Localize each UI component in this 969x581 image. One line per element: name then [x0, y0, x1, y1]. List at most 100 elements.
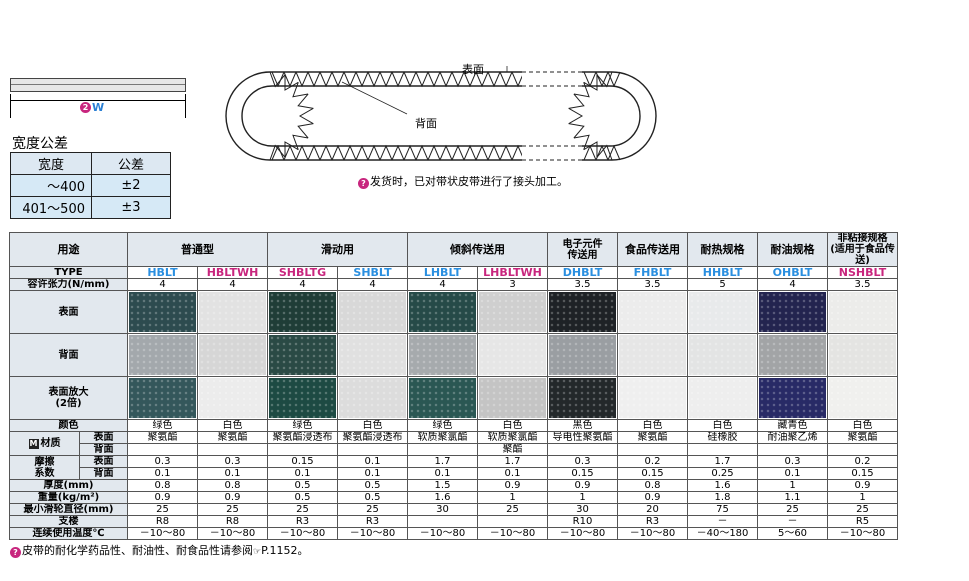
- belt-tooth: [595, 71, 609, 88]
- tension-cell: 3.5: [827, 278, 898, 291]
- belt-tooth: [596, 71, 613, 88]
- belt-tooth: [439, 71, 453, 88]
- page-reference-link[interactable]: P.1152。: [261, 544, 309, 557]
- support-cell: R8: [197, 515, 268, 528]
- row-label-surface: 表面: [9, 290, 128, 334]
- belt-texture-swatch: [409, 335, 476, 375]
- belt-tooth: [319, 144, 333, 161]
- belt-tooth: [595, 144, 609, 161]
- belt-texture-swatch: [829, 378, 896, 418]
- spec-row-usage: 用途普通型滑动用倾斜传送用电子元件传送用食品传送用耐热规格耐油规格非粘接规格(适…: [9, 232, 968, 267]
- friction-label-1: 摩擦: [34, 456, 55, 468]
- belt-tooth: [451, 144, 465, 161]
- support-cell: R3: [337, 515, 408, 528]
- color-cell: 藏青色: [757, 419, 828, 432]
- min-pulley-cell: 25: [477, 503, 548, 516]
- tension-cell: 4: [127, 278, 198, 291]
- belt-tooth: [295, 144, 309, 161]
- belt-tooth: [499, 71, 513, 88]
- material-surface-cell: 聚氨酯浸透布: [267, 431, 338, 444]
- color-cell: 绿色: [407, 419, 478, 432]
- belt-texture-swatch: [619, 292, 686, 332]
- min-pulley-cell: 25: [267, 503, 338, 516]
- surface-image-cell: [687, 290, 758, 334]
- back-image-cell: [267, 333, 338, 377]
- belt-tooth: [596, 144, 613, 161]
- belt-tooth: [415, 144, 429, 161]
- color-cell: 白色: [687, 419, 758, 432]
- belt-texture-swatch: [479, 378, 546, 418]
- belt-cross-section: [10, 78, 186, 92]
- usage-header: 滑动用: [267, 232, 408, 267]
- material-surface-cell: 导电性聚氨酯: [547, 431, 618, 444]
- back-image-cell: [477, 333, 548, 377]
- temperature-cell: －10～80: [827, 527, 898, 540]
- tolerance-title: 宽度公差: [12, 136, 68, 152]
- belt-tooth: [297, 123, 314, 139]
- usage-header: 电子元件传送用: [547, 232, 618, 267]
- thickness-cell: 1: [757, 479, 828, 492]
- friction-surface-cell: 0.2: [617, 455, 688, 468]
- material-back-cell: [757, 443, 828, 456]
- belt-texture-swatch: [339, 335, 406, 375]
- material-surface-cell: 聚氨酯: [197, 431, 268, 444]
- belt-tooth: [355, 71, 369, 88]
- back-image-cell: [547, 333, 618, 377]
- friction-surface-cell: 0.3: [197, 455, 268, 468]
- belt-texture-swatch: [619, 335, 686, 375]
- min-pulley-cell: 30: [547, 503, 618, 516]
- belt-texture-swatch: [759, 378, 826, 418]
- material-back-cell: [827, 443, 898, 456]
- zoom-image-cell: [477, 376, 548, 420]
- support-cell: －: [687, 515, 758, 528]
- belt-tooth: [292, 134, 309, 150]
- belt-texture-swatch: [549, 292, 616, 332]
- belt-texture-swatch: [409, 378, 476, 418]
- type-code-cell: FHBLT: [617, 266, 688, 279]
- weight-cell: 1.6: [407, 491, 478, 504]
- row-label-thickness: 厚度(mm): [9, 479, 128, 492]
- belt-tooth: [319, 71, 333, 88]
- belt-tooth: [271, 71, 285, 88]
- zoom-image-cell: [267, 376, 338, 420]
- belt-tooth: [403, 71, 417, 88]
- belt-texture-swatch: [689, 378, 756, 418]
- belt-tooth: [292, 82, 309, 98]
- usage-header: 非粘接规格(适用于食品传送): [827, 232, 898, 267]
- usage-header: 耐油规格: [757, 232, 828, 267]
- temperature-cell: 5～60: [757, 527, 828, 540]
- support-cell: R10: [547, 515, 618, 528]
- weight-cell: 0.9: [617, 491, 688, 504]
- belt-tooth: [283, 71, 297, 88]
- material-back-cell: 聚酯: [477, 443, 548, 456]
- row-label-min-pulley: 最小滑轮直径(mm): [9, 503, 128, 516]
- friction-back-cell: 0.1: [267, 467, 338, 480]
- belt-texture-swatch: [269, 378, 336, 418]
- spec-row-zoom-image: 表面放大(2倍): [9, 376, 968, 420]
- info-circle-icon: ?: [10, 547, 21, 558]
- back-image-cell: [757, 333, 828, 377]
- surface-image-cell: [757, 290, 828, 334]
- shipping-note: ?发货时，已对带状皮带进行了接头加工。: [358, 173, 568, 189]
- spec-row-back-image: 背面: [9, 333, 968, 377]
- belt-tooth: [391, 71, 405, 88]
- min-pulley-cell: 25: [197, 503, 268, 516]
- friction-label-2: 系数: [34, 467, 55, 479]
- temperature-cell: －10～80: [337, 527, 408, 540]
- width-dimension-line: [10, 100, 186, 101]
- belt-tooth: [583, 74, 598, 91]
- belt-texture-swatch: [619, 378, 686, 418]
- surface-image-cell: [197, 290, 268, 334]
- belt-texture-swatch: [129, 292, 196, 332]
- belt-tooth: [463, 71, 477, 88]
- type-code-cell: LHBLTWH: [477, 266, 548, 279]
- chemical-note-text: 皮带的耐化学药品性、耐油性、耐食品性请参阅: [22, 544, 253, 557]
- color-cell: 白色: [477, 419, 548, 432]
- info-circle-icon: ?: [358, 178, 369, 189]
- weight-cell: 0.9: [127, 491, 198, 504]
